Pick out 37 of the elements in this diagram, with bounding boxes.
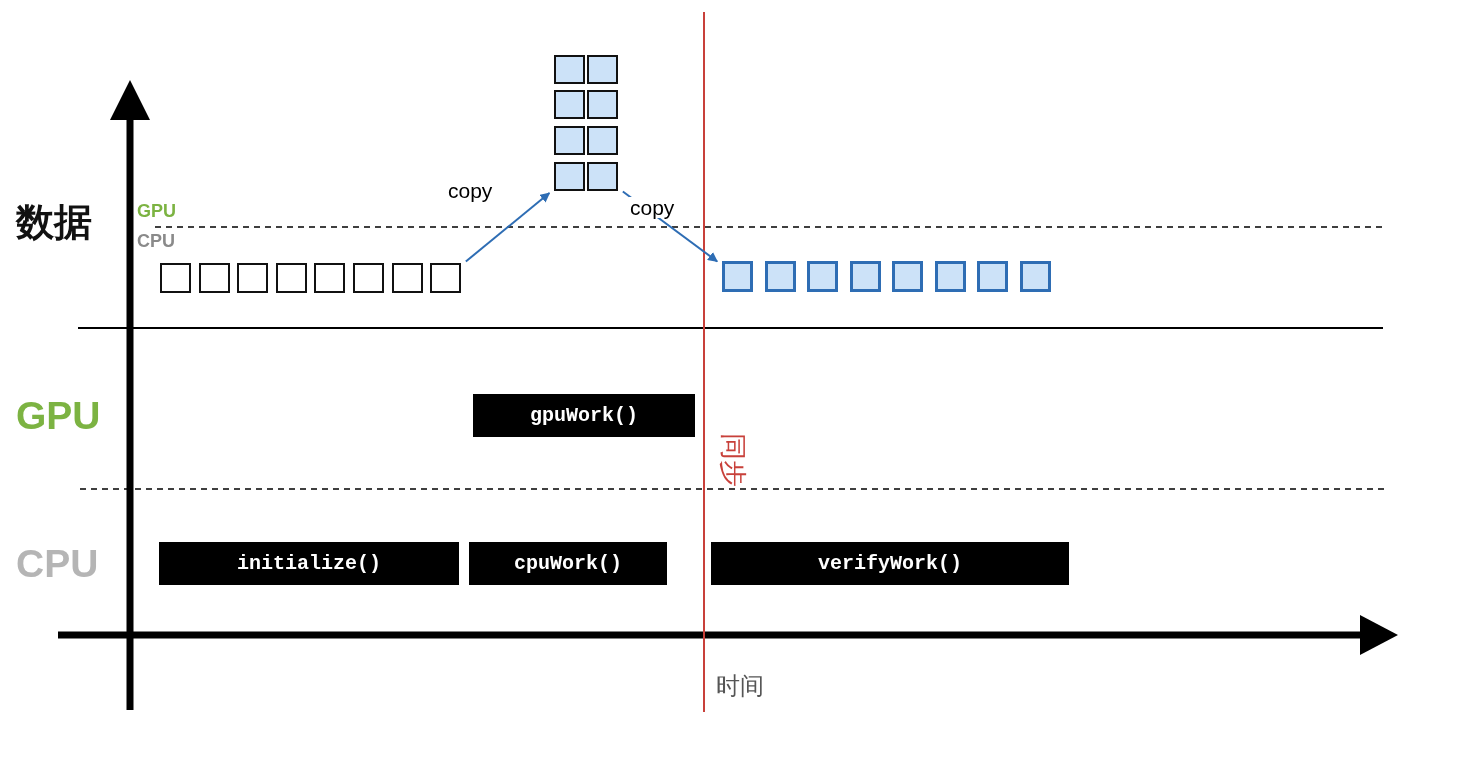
data-square (587, 55, 618, 84)
data-square (554, 90, 585, 119)
data-square (587, 162, 618, 191)
data-square (807, 261, 838, 292)
row-label: GPU (16, 396, 101, 435)
data-square (892, 261, 923, 292)
data-square (977, 261, 1008, 292)
edge-label: copy (629, 197, 676, 218)
data-square (554, 126, 585, 155)
data-square (430, 263, 462, 293)
data-square (237, 263, 269, 293)
function-box: cpuWork() (469, 542, 667, 585)
data-square (587, 126, 618, 155)
row-label: CPU (16, 544, 99, 583)
sync-label: 同步 (720, 433, 747, 487)
data-square (314, 263, 346, 293)
data-square (934, 261, 966, 292)
data-square (1019, 261, 1051, 292)
data-square (391, 263, 423, 293)
data-square (587, 90, 618, 119)
function-box: verifyWork() (711, 542, 1069, 585)
data-square (353, 263, 384, 293)
region-label: CPU (137, 232, 175, 250)
arrow (464, 192, 551, 263)
data-square (275, 263, 307, 293)
row-label: 数据 (16, 203, 92, 241)
function-box: gpuWork() (473, 394, 695, 437)
data-square (849, 261, 881, 292)
data-square (198, 263, 230, 293)
data-square (554, 55, 585, 84)
axis-label: 时间 (716, 674, 764, 698)
data-square (722, 261, 753, 292)
region-label: GPU (137, 202, 176, 220)
data-square (764, 261, 796, 292)
data-square (160, 263, 191, 293)
function-box: initialize() (159, 542, 459, 585)
data-square (554, 162, 585, 191)
